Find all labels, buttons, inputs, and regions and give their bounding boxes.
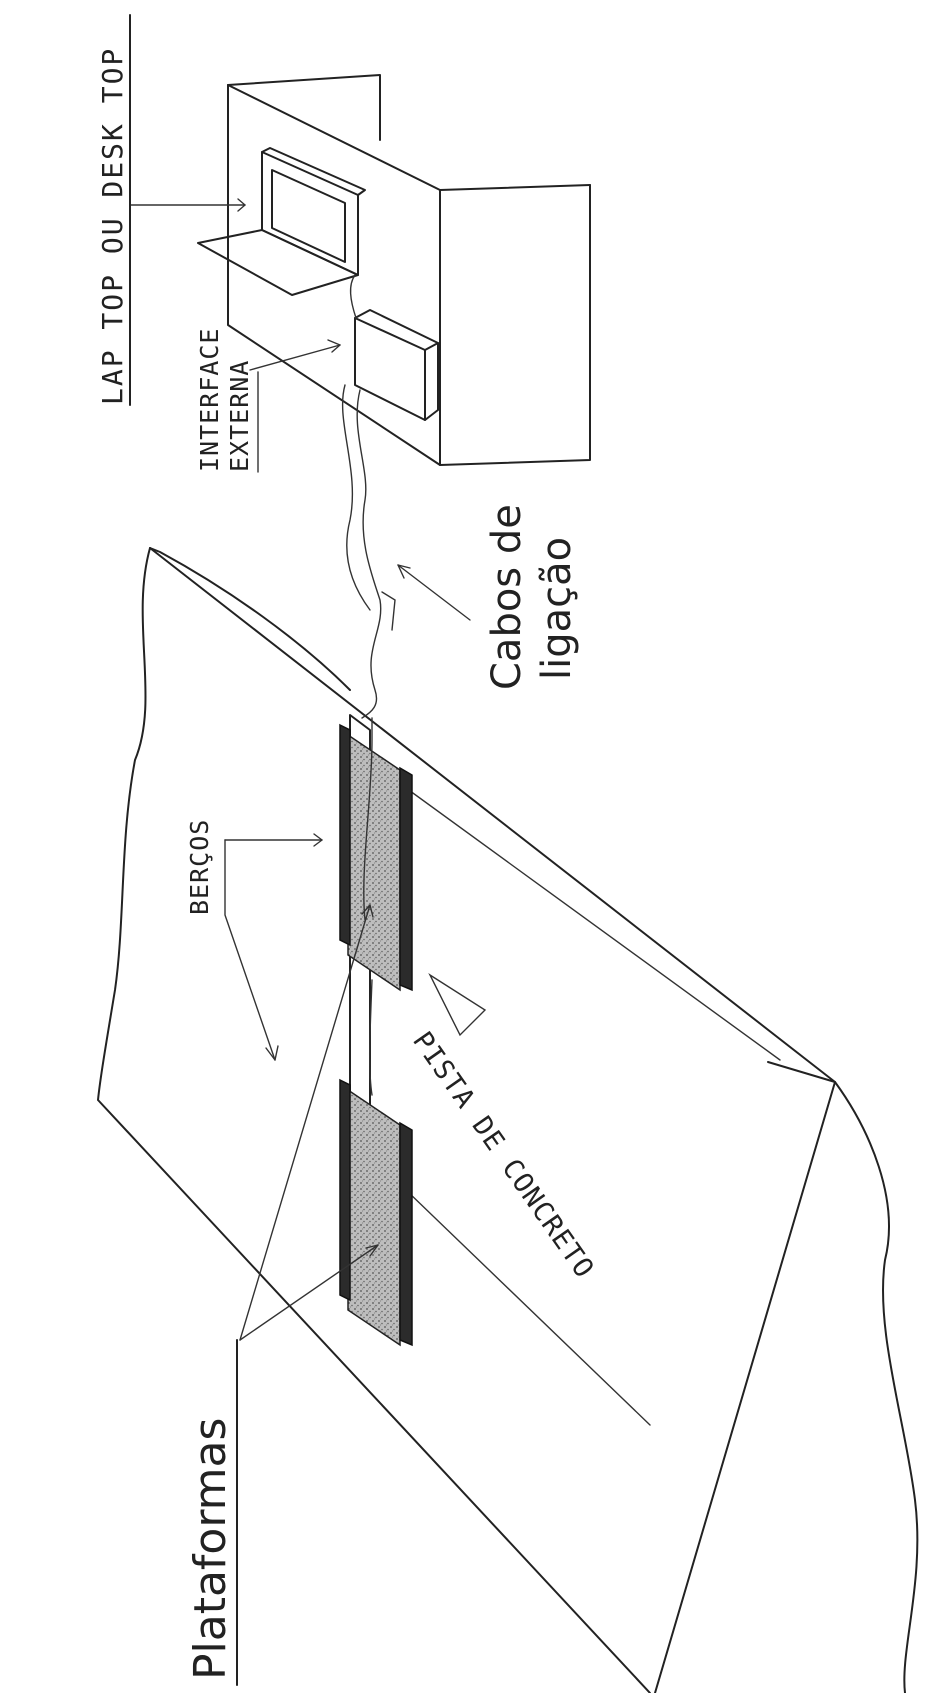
platforms xyxy=(339,714,413,1347)
external-interface-box xyxy=(354,309,439,421)
cradle-rail-upper-right xyxy=(399,766,413,992)
concrete-slab xyxy=(97,547,919,1693)
laptop xyxy=(197,147,366,296)
computer-stand xyxy=(227,74,591,466)
leader-lines xyxy=(129,198,487,1341)
label-bercos: BERÇOS xyxy=(185,819,214,915)
label-cables-line2: ligação xyxy=(534,537,580,680)
cradle-rail-lower-right xyxy=(399,1121,413,1347)
label-interface-line1: INTERFACE xyxy=(195,328,224,472)
label-computer: LAP TOP OU DESK TOP xyxy=(96,47,129,405)
label-pista: PISTA DE CONCRETO xyxy=(406,1026,600,1284)
connection-cables xyxy=(341,274,396,1096)
label-plataformas: Plataformas xyxy=(185,1418,236,1680)
cradle-rail-lower-left xyxy=(339,1078,351,1302)
platform-lower xyxy=(347,1088,401,1347)
label-cables-line1: Cabos de xyxy=(484,504,530,690)
cradle-rail-upper-left xyxy=(339,723,351,947)
label-interface-line2: EXTERNA xyxy=(225,360,254,472)
